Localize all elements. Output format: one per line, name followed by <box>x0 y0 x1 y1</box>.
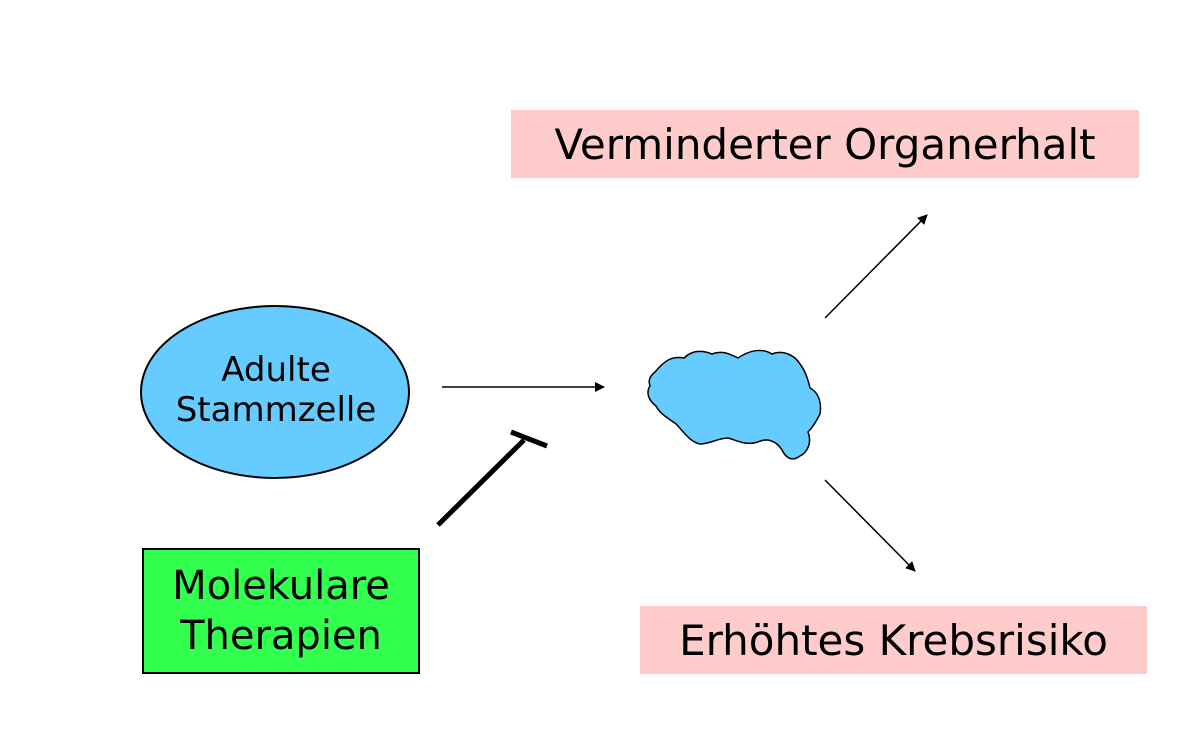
stem-cell-ellipse <box>140 305 410 479</box>
outcome-cancer-risk: Erhöhtes Krebsrisiko <box>640 606 1147 674</box>
therapy-label-line2: Therapien <box>180 613 382 659</box>
cell-blob <box>647 349 822 460</box>
arrow-to-cancer-risk <box>824 479 916 572</box>
stem-cell-label-line2: Stammzelle <box>175 390 377 430</box>
outcome-organ-loss: Verminderter Organerhalt <box>511 110 1139 178</box>
outcome-organ-loss-label: Verminderter Organerhalt <box>554 119 1096 169</box>
arrow-to-organ-loss <box>824 214 928 319</box>
stem-cell-label-line1: Adulte <box>221 350 331 390</box>
therapy-box: Molekulare Therapien <box>142 548 420 674</box>
stem-cell-label: Adulte Stammzelle <box>142 350 410 430</box>
inhibition-line <box>436 438 526 527</box>
therapy-label-line1: Molekulare <box>172 563 390 609</box>
inhibition-bar <box>510 429 548 449</box>
outcome-cancer-risk-label: Erhöhtes Krebsrisiko <box>679 615 1108 665</box>
